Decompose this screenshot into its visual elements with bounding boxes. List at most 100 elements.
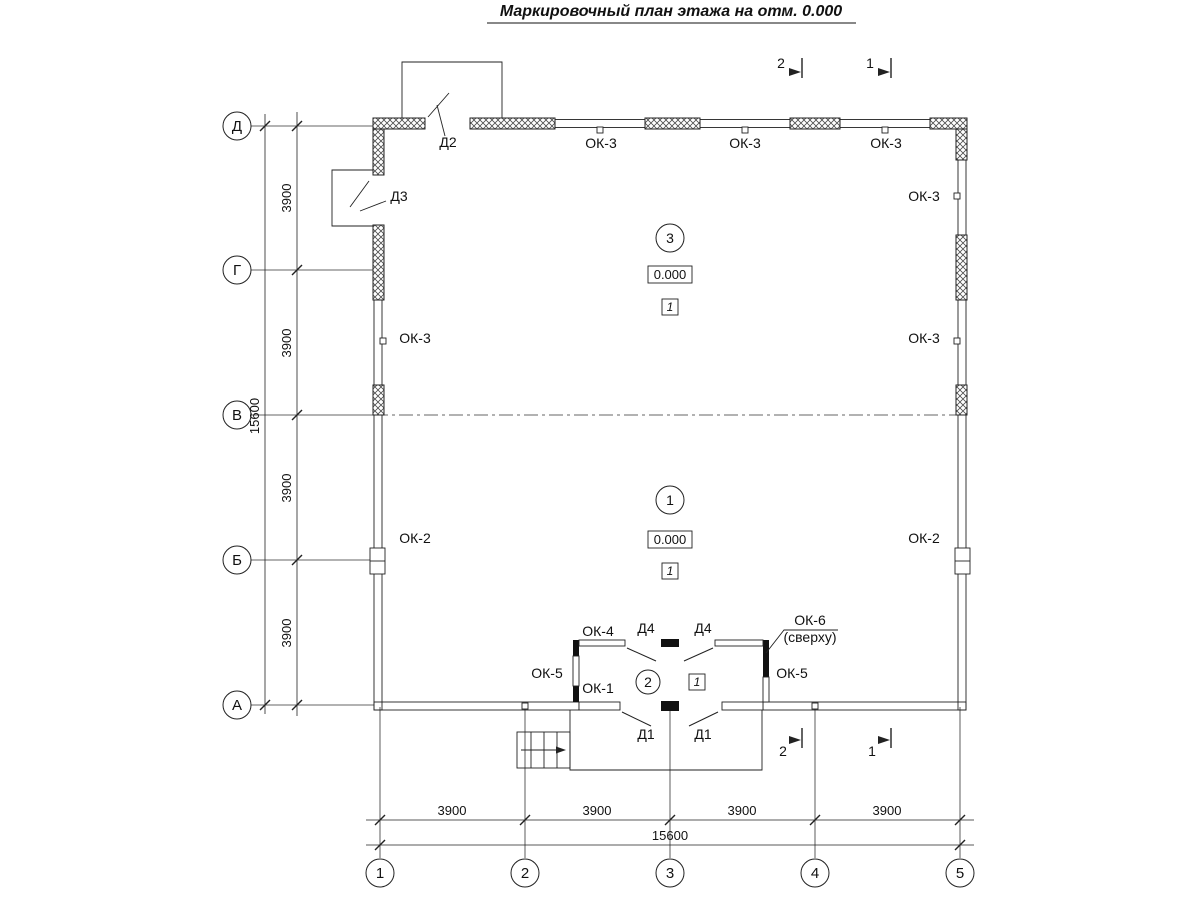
- label-window-ok6-note: (сверху): [783, 629, 836, 645]
- d3-vestibule-outline: [331, 169, 373, 227]
- section-mark-2-top: 2: [777, 55, 803, 78]
- axis-marker-col-2: 3: [655, 858, 685, 888]
- window-center-tick: [596, 126, 604, 134]
- wall-pier: [789, 117, 841, 130]
- axis-circle: [222, 690, 252, 720]
- label-door-d1-left: Д1: [637, 726, 654, 742]
- section-label: 1: [866, 55, 874, 71]
- dimension-left: [259, 112, 303, 716]
- dim-tick: [664, 814, 676, 826]
- axis-label: В: [232, 407, 242, 424]
- dim-tick: [259, 699, 271, 711]
- exterior-walls-upper: [372, 117, 968, 416]
- axis-circle: [365, 858, 395, 888]
- entrance-center-pier: [661, 701, 679, 711]
- label-door-d2: Д2: [439, 134, 456, 150]
- floor-type-box: [661, 298, 679, 316]
- dim-value: 3900: [279, 329, 294, 358]
- wall-pier: [644, 117, 701, 130]
- label-door-d3: Д3: [390, 188, 407, 204]
- vestibule-top-wall-right: [714, 639, 764, 647]
- axis-circle: [222, 255, 252, 285]
- window-ok3: [554, 119, 646, 128]
- windows-upper: [373, 119, 967, 386]
- ok6-leader-line: [765, 629, 838, 654]
- axis-marker-col-4: 5: [945, 858, 975, 888]
- vestibule-top-pier: [661, 639, 679, 647]
- dimension-bottom-labels: 3900 3900 3900 3900 15600: [438, 803, 902, 843]
- porch-and-stairs: [516, 710, 763, 771]
- axis-markers: Д Г В Б А 1 2 3: [222, 111, 975, 888]
- window-center-tick: [811, 702, 819, 710]
- floor-type: 1: [667, 300, 674, 314]
- axis-label: Д: [232, 118, 242, 135]
- wall-bottom-left: [373, 701, 580, 711]
- axis-label: 3: [666, 865, 674, 882]
- d3-leader-line: [359, 200, 387, 212]
- room-number-circle: [655, 223, 685, 253]
- dim-value: 3900: [279, 184, 294, 213]
- wall-pier: [372, 384, 385, 416]
- axis-marker-row-2: В: [222, 400, 252, 430]
- dim-tick: [291, 264, 303, 276]
- vestibule: [572, 639, 770, 727]
- mark-labels: Д2 Д3 ОК-3 ОК-3 ОК-3 ОК-3 ОК-3 ОК-3 ОК-2…: [390, 134, 940, 742]
- window-center-tick: [881, 126, 889, 134]
- section-label: 1: [868, 743, 876, 759]
- room-3-marker: 3 0.000 1: [647, 223, 693, 316]
- label-window-ok3-top-3: ОК-3: [870, 135, 902, 151]
- room-1-marker: 1 0.000 1: [647, 485, 693, 580]
- dim-tick: [374, 814, 386, 826]
- entrance-d3: [331, 169, 387, 227]
- window-ok5-right: [762, 676, 770, 703]
- axis-label: 1: [376, 865, 384, 882]
- dim-tick: [259, 120, 271, 132]
- dim-tick: [954, 814, 966, 826]
- section-label: 2: [779, 743, 787, 759]
- page-title: Маркировочный план этажа на отм. 0.000: [500, 3, 842, 20]
- label-window-ok2-right: ОК-2: [908, 530, 940, 546]
- axis-label: 5: [956, 865, 964, 882]
- window-ok1: [578, 701, 621, 711]
- axis-marker-col-1: 2: [510, 858, 540, 888]
- door-leaf-d4-right: [683, 647, 714, 662]
- label-window-ok3-right-1: ОК-3: [908, 188, 940, 204]
- dim-value: 3900: [728, 803, 757, 818]
- section-mark-1-top: 1: [866, 55, 892, 78]
- axis-label: 2: [521, 865, 529, 882]
- window-center-tick: [741, 126, 749, 134]
- section-mark-1-bottom: 1: [868, 728, 892, 759]
- axis-lines: [251, 125, 961, 858]
- axis-label: Б: [232, 552, 242, 569]
- dim-total-value: 15600: [247, 398, 262, 434]
- d2-vestibule-outline: [401, 61, 503, 118]
- exterior-walls-lower: [369, 414, 971, 711]
- section-arrow: [789, 68, 801, 76]
- axis-marker-row-1: Г: [222, 255, 252, 285]
- dim-tick: [291, 409, 303, 421]
- room-2-marker: 2 1: [635, 669, 706, 695]
- axis-circle: [222, 400, 252, 430]
- floor-type-box: [688, 673, 706, 691]
- section-arrow: [789, 736, 801, 744]
- wall-pier: [469, 117, 556, 130]
- label-door-d4-right: Д4: [694, 620, 711, 636]
- dim-value: 3900: [279, 619, 294, 648]
- d2-leader-line: [436, 104, 446, 137]
- axis-marker-row-0: Д: [222, 111, 252, 141]
- wall-pier: [372, 117, 426, 130]
- axis-marker-col-0: 1: [365, 858, 395, 888]
- axis-circle: [655, 858, 685, 888]
- wall-pier: [955, 384, 968, 416]
- window-ok3: [699, 119, 791, 128]
- door-leaf-d4-left: [626, 647, 657, 662]
- floor-type: 1: [694, 675, 701, 689]
- ok6-leader: [765, 629, 838, 654]
- elevation-value: 0.000: [654, 532, 687, 547]
- label-window-ok3-left: ОК-3: [399, 330, 431, 346]
- label-window-ok1: ОК-1: [582, 680, 614, 696]
- dim-tick: [291, 554, 303, 566]
- axis-label: А: [232, 697, 242, 714]
- stairs: [516, 731, 571, 769]
